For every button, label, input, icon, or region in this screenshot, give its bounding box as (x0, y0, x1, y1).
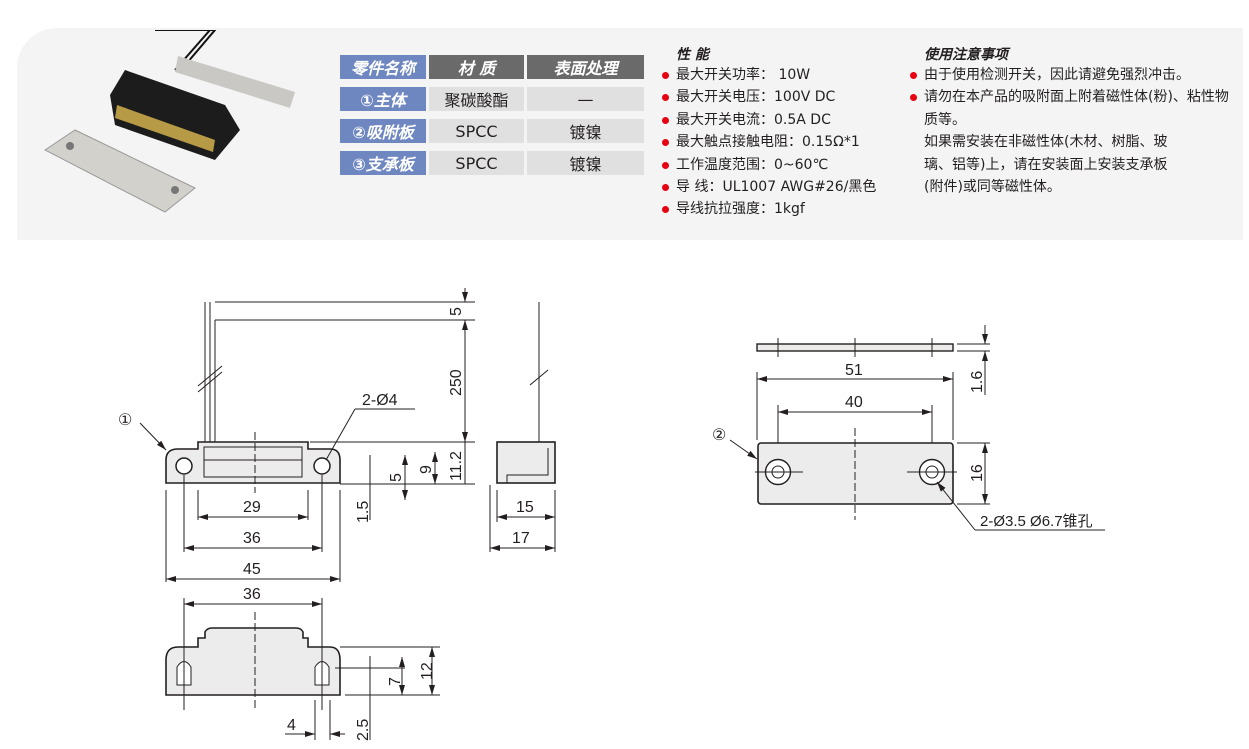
dim-7: 7 (387, 677, 404, 686)
plate-hole-label: 2-Ø3.5 Ø6.7锥孔 (980, 513, 1093, 530)
spec-item: 工作温度范围：0~60℃ (662, 154, 876, 176)
material: SPCC (429, 151, 524, 175)
material: SPCC (429, 119, 524, 143)
body-front-view (139, 288, 475, 582)
note-extra-2: 璃、铝等)上，请在安装面上安装支承板 (924, 156, 1168, 173)
bullet-icon (910, 72, 917, 79)
part-name: ①主体 (340, 87, 426, 111)
dim-12: 12 (419, 662, 436, 680)
notes-title: 使用注意事项 (924, 47, 1008, 63)
bullet-icon (662, 94, 669, 102)
note-item: 由于使用检测开关，因此请避免强烈冲击。 (910, 64, 1240, 86)
dim-1-5: 1.5 (355, 501, 372, 523)
callout-1: ① (118, 412, 132, 429)
callout-2: ② (712, 427, 726, 444)
finish: — (527, 87, 644, 111)
bullet-icon (662, 161, 669, 169)
spec-item: 最大开关电流：0.5A DC (662, 109, 876, 131)
dim-36-bottom: 36 (243, 586, 261, 603)
bullet-icon (910, 94, 917, 102)
header-part: 零件名称 (340, 55, 426, 79)
spec-item: 导线抗拉强度：1kgf (662, 198, 876, 220)
spec-item: 最大开关功率： 10W (662, 64, 876, 86)
table-header-row: 零件名称 材 质 表面处理 (340, 55, 644, 79)
product-photo (44, 30, 295, 213)
dim-51: 51 (845, 362, 863, 379)
performance-specs: 性 能 最大开关功率： 10W 最大开关电压：100V DC 最大开关电流：0.… (662, 46, 876, 221)
dim-17: 17 (512, 530, 530, 547)
material: 聚碳酸酯 (429, 87, 524, 111)
body-bottom-view (165, 598, 440, 740)
usage-notes: 使用注意事项 由于使用检测开关，因此请避免强烈冲击。 请勿在本产品的吸附面上附着… (910, 46, 1240, 198)
dim-5: 5 (388, 473, 405, 482)
dim-250: 250 (448, 369, 465, 396)
dim-11-2: 11.2 (448, 451, 465, 481)
bullet-icon (662, 206, 669, 214)
dim-45: 45 (243, 561, 261, 578)
table-row: ①主体聚碳酸酯— (340, 87, 644, 111)
spec-item: 导 线：UL1007 AWG#26/黑色 (662, 176, 876, 198)
body-side-view (489, 302, 556, 552)
plate-drawing (729, 325, 1105, 531)
bullet-icon (662, 184, 669, 192)
bullet-icon (662, 139, 669, 147)
bullet-icon (662, 116, 669, 124)
spec-item: 最大触点接触电阻：0.15Ω*1 (662, 131, 876, 153)
finish: 镀镍 (527, 119, 644, 143)
dim-16: 16 (969, 464, 986, 482)
part-name: ②吸附板 (340, 119, 426, 143)
dim-2-5: 2.5 (355, 719, 372, 741)
part-name: ③支承板 (340, 151, 426, 175)
spec-item: 最大开关电压：100V DC (662, 86, 876, 108)
note-extra-1: 如果需安装在非磁性体(木材、树脂、玻 (924, 134, 1168, 151)
dimension-labels: ① 2-Ø4 5 250 11.2 9 5 1.5 29 36 45 15 17… (118, 307, 1093, 741)
dim-36: 36 (243, 530, 261, 547)
dim-15: 15 (516, 499, 534, 516)
finish: 镀镍 (527, 151, 644, 175)
dim-5-top: 5 (448, 307, 465, 316)
dim-29: 29 (243, 499, 261, 516)
dim-9: 9 (418, 465, 435, 474)
header-material: 材 质 (429, 55, 524, 79)
specs-title: 性 能 (676, 47, 709, 63)
hole-label: 2-Ø4 (362, 392, 398, 409)
note-extra-3: (附件)或同等磁性体。 (924, 179, 1061, 196)
dim-40: 40 (845, 394, 863, 411)
bullet-icon (662, 72, 669, 79)
note-item: 请勿在本产品的吸附面上附着磁性体(粉)、粘性物质等。 (910, 86, 1230, 131)
header-finish: 表面处理 (527, 55, 644, 79)
dim-1-6: 1.6 (969, 371, 986, 393)
dim-4: 4 (287, 717, 296, 734)
